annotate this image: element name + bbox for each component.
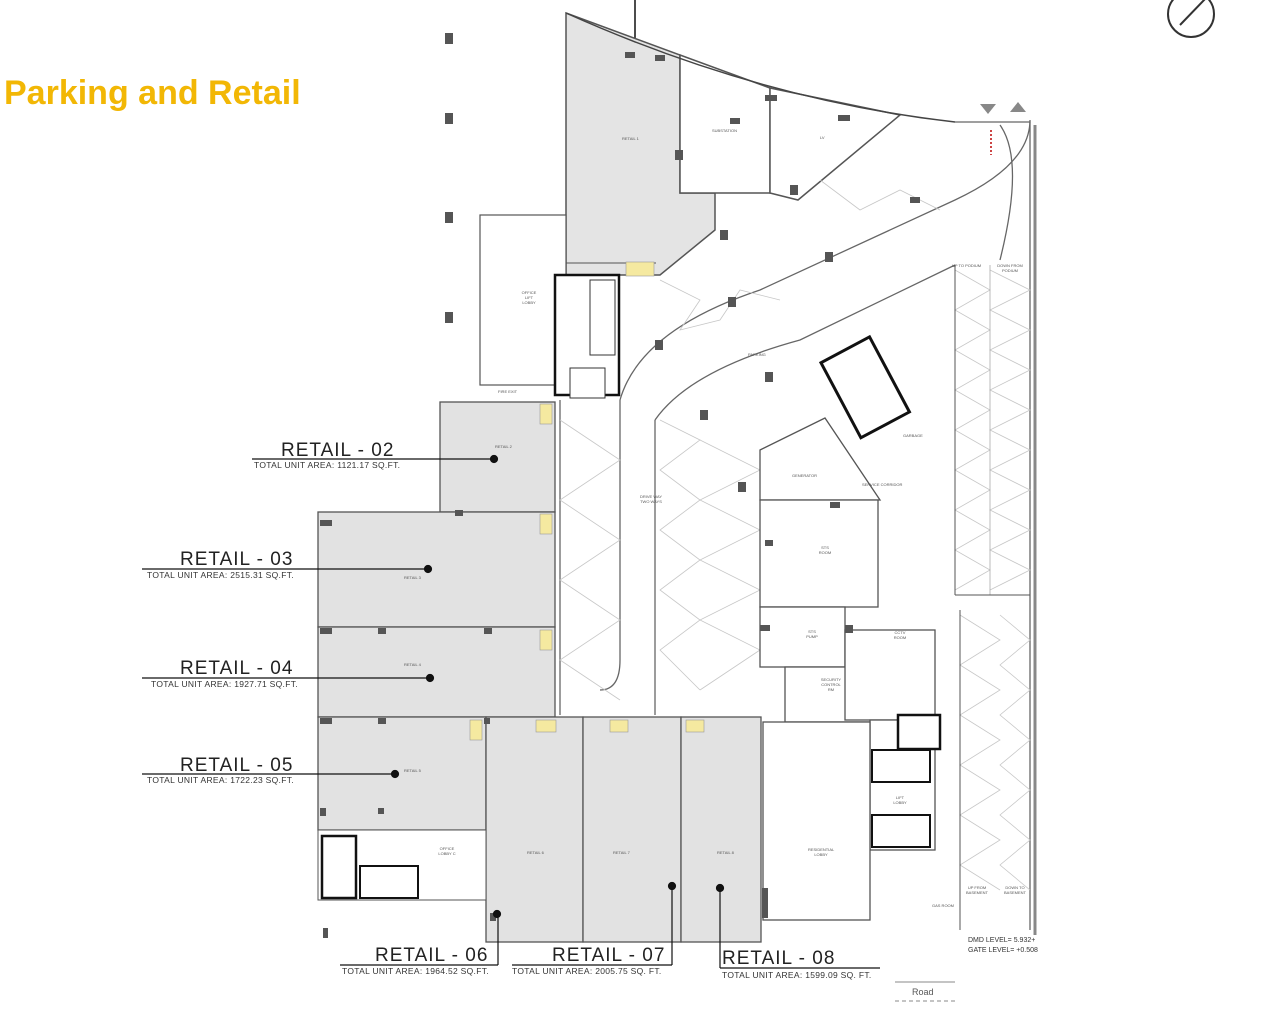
dmd-level: DMD LEVEL= 5.932+ [968, 937, 1036, 944]
gate-level: GATE LEVEL= +0.508 [968, 947, 1038, 954]
retail-08-unit [680, 716, 762, 943]
driveway [559, 119, 1031, 930]
retail-07-name: RETAIL - 07 [552, 945, 666, 966]
callout-leaders [142, 454, 880, 969]
room-office-lobby-c: OFFICE LOBBY C [438, 846, 456, 856]
room-cctv: CCTV ROOM [893, 630, 907, 640]
label-drive-way: DRIVE WAY TWO WAYS [640, 494, 663, 504]
retail-02-area: TOTAL UNIT AREA: 1121.17 SQ.FT. [254, 460, 401, 470]
retail-units [317, 401, 762, 943]
room-generator: GENERATOR [792, 473, 817, 478]
label-service-corridor: SERVICE CORRIDOR [862, 482, 903, 487]
room-retail-3: RETAIL 3 [404, 575, 421, 580]
room-retail-8: RETAIL 8 [717, 850, 734, 855]
retail-08-area: TOTAL UNIT AREA: 1599.09 SQ. FT. [722, 970, 872, 980]
retail-04-area: TOTAL UNIT AREA: 1927.71 SQ.FT. [151, 679, 298, 689]
column-markers [323, 33, 453, 938]
room-gas: GAS ROOM [932, 903, 955, 908]
retail-03-name: RETAIL - 03 [180, 549, 294, 570]
road-label: Road [912, 987, 934, 997]
retail-06-area: TOTAL UNIT AREA: 1964.52 SQ.FT. [342, 966, 489, 976]
room-retail-1: RETAIL 1 [622, 136, 639, 141]
retail-02-name: RETAIL - 02 [281, 440, 395, 461]
room-lv: LV [820, 135, 825, 140]
north-arrow-icon [1167, 0, 1215, 38]
room-retail-4: RETAIL 4 [404, 662, 421, 667]
label-down-basement: DOWN TO BASEMENT [1003, 885, 1026, 895]
retail-03-area: TOTAL UNIT AREA: 2515.31 SQ.FT. [147, 570, 294, 580]
retail-07-unit [582, 716, 682, 943]
label-up-basement: UP FROM BASEMENT [965, 885, 988, 895]
room-sts-pump: STS PUMP [806, 629, 818, 639]
room-sts: STS ROOM [818, 545, 832, 555]
room-retail-7: RETAIL 7 [613, 850, 630, 855]
label-up-podium: UP TO PODIUM [952, 263, 982, 268]
room-retail-2: RETAIL 2 [495, 444, 512, 449]
room-security: SECURITY CONTROL RM [820, 677, 842, 692]
retail-04-name: RETAIL - 04 [180, 658, 294, 679]
retail-04-unit [317, 626, 556, 718]
retail-06-name: RETAIL - 06 [375, 945, 489, 966]
retail-08-name: RETAIL - 08 [722, 948, 836, 969]
retail-07-area: TOTAL UNIT AREA: 2005.75 SQ. FT. [512, 966, 662, 976]
room-fire-exit: FIRE EXIT [498, 389, 518, 394]
room-substation: SUBSTATION [712, 128, 737, 133]
page-title: Parking and Retail [4, 74, 301, 112]
retail-06-unit [485, 716, 584, 943]
room-office-lobby: OFFICE LIFT LOBBY [521, 290, 537, 305]
retail-05-area: TOTAL UNIT AREA: 1722.23 SQ.FT. [147, 775, 294, 785]
retail-05-name: RETAIL - 05 [180, 755, 294, 776]
room-lift-lobby: LIFT LOBBY [893, 795, 907, 805]
room-residential-lobby: RESIDENTIAL LOBBY [808, 847, 835, 857]
room-retail-5: RETAIL 5 [404, 768, 421, 773]
label-down-podium: DOWN FROM PODIUM [997, 263, 1023, 273]
label-parking: PARKING [748, 352, 766, 357]
room-garbage: GARBAGE [903, 433, 923, 438]
retail-01-unit [565, 11, 956, 276]
room-retail-6: RETAIL 6 [527, 850, 544, 855]
